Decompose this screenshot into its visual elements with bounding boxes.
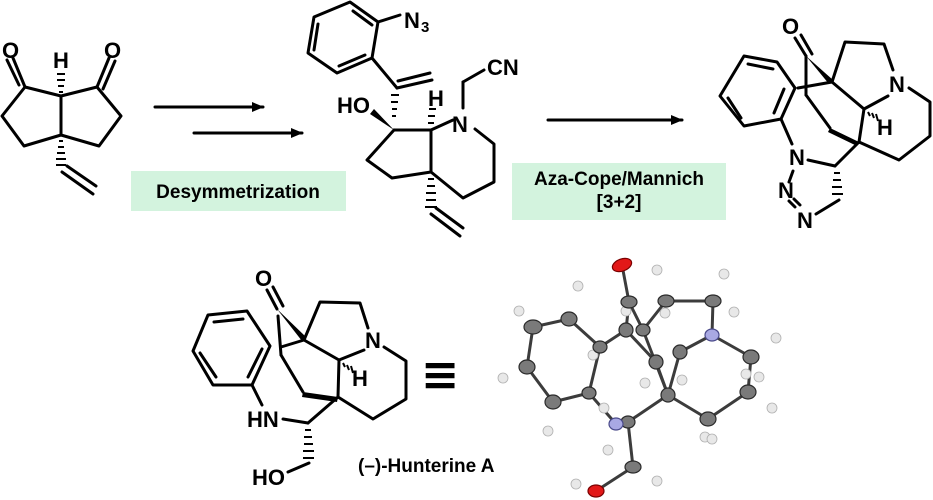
atom-nitrogen: N	[778, 178, 794, 203]
equivalence-symbol: ≡	[421, 347, 460, 401]
xray-nitrogen	[704, 328, 720, 342]
atom-oxygen: O	[782, 14, 799, 39]
xray-oxygen	[611, 257, 633, 273]
xray-oxygen	[587, 484, 605, 498]
atom-nitrogen: N	[404, 8, 420, 33]
atom-nitrile: CN	[487, 55, 519, 80]
xray-carbons	[518, 294, 760, 474]
atom-nitrogen: N	[789, 145, 805, 170]
atom-hydroxyl: HO	[337, 93, 370, 118]
hunterine-a-structure: O N H HN	[191, 266, 408, 490]
compound-name: (–)-Hunterine A	[358, 456, 495, 477]
atom-oxygen: O	[104, 38, 121, 63]
atom-hydrogen: H	[877, 115, 893, 140]
atom-nitrogen: N	[452, 112, 468, 137]
atom-subscript: 3	[421, 19, 429, 36]
xray-nitrogen	[608, 417, 624, 431]
atom-amine: HN	[247, 407, 279, 432]
intermediate-aryl-azide: N 3 HO H N CN	[306, 0, 519, 238]
atom-oxygen: O	[2, 38, 19, 63]
step-label-desymmetrization: Desymmetrization	[131, 171, 346, 211]
atom-hydrogen: H	[352, 366, 368, 391]
triazoline-intermediate: O N H N N N	[718, 14, 932, 233]
step-label-text: Aza-Cope/Mannich	[534, 169, 704, 190]
atom-nitrogen: N	[365, 328, 381, 353]
atom-oxygen: O	[255, 266, 272, 291]
step-label-aza-cope-mannich: Aza-Cope/Mannich [3+2]	[512, 163, 726, 220]
atom-hydrogen: H	[428, 86, 444, 111]
xray-hydrogens	[497, 264, 782, 490]
atom-hydrogen: H	[53, 48, 69, 73]
atom-nitrogen: N	[889, 72, 905, 97]
atom-nitrogen: N	[797, 208, 813, 233]
atom-hydroxyl: HO	[252, 465, 285, 490]
starting-material-diketone: O O H	[0, 38, 123, 196]
step-label-text: Desymmetrization	[156, 182, 320, 203]
step-label-text: [3+2]	[597, 192, 642, 213]
xray-crystal-structure	[497, 257, 782, 498]
